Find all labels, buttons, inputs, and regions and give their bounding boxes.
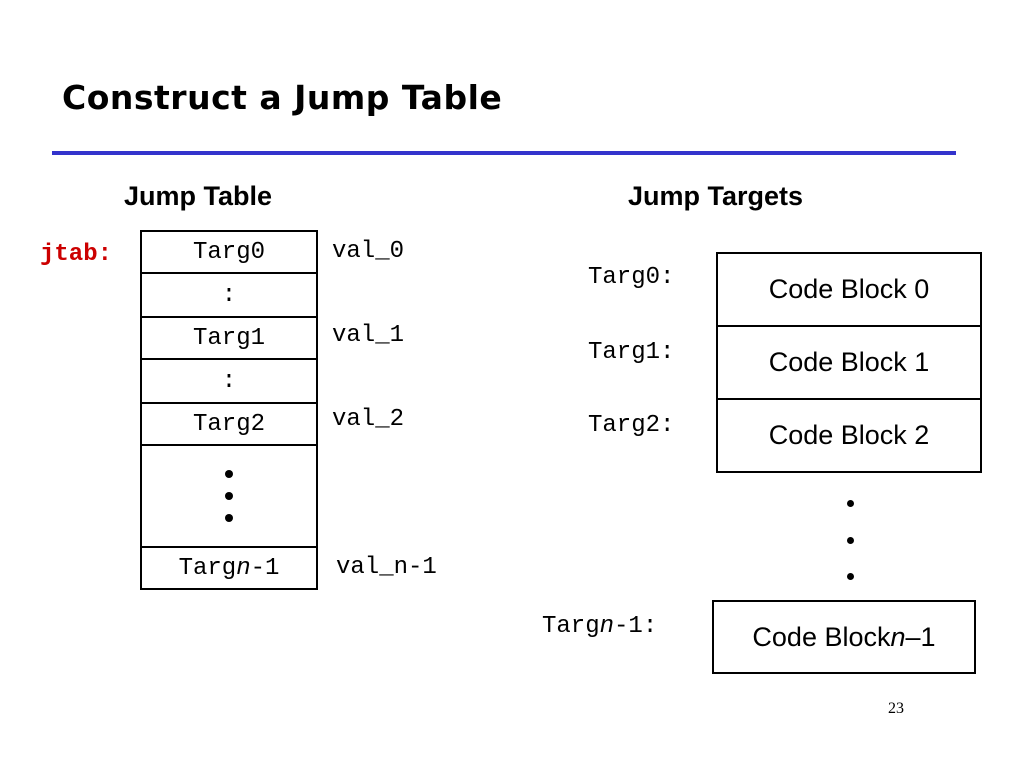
jump-table-entry-text: Targ2 [192, 410, 265, 438]
code-block-1: Code Block 1 [716, 325, 982, 400]
jump-table-entry-text: Targ1 [192, 324, 265, 352]
jump-table-entry-text: : [221, 367, 237, 395]
slide-title: Construct a Jump Table [62, 78, 503, 117]
code-block-n-1: Code Block n–1 [712, 600, 976, 674]
val-label-2: val_2 [332, 406, 405, 433]
code-block-2: Code Block 2 [716, 398, 982, 473]
jump-table-heading: Jump Table [124, 181, 273, 211]
jump-table-entry-targn-1: Targn-1 [140, 546, 318, 590]
jump-table-entry-text: Targn-1 [178, 554, 280, 582]
jump-table-entry-vertical-ellipsis [140, 444, 318, 548]
jump-table-entry-ellipsis-1: : [140, 272, 318, 318]
jump-table-entry-text: : [221, 281, 237, 309]
val-label-n-1: val_n-1 [336, 554, 437, 581]
jtab-pointer-label: jtab: [40, 241, 113, 268]
title-rule [52, 151, 956, 155]
vertical-ellipsis-icon [225, 470, 233, 522]
target-label-targ0: Targ0: [588, 264, 675, 291]
jump-table-entry-targ0: Targ0 [140, 230, 318, 274]
jump-table-entry-text: Targ0 [192, 238, 265, 266]
page-number: 23 [888, 700, 904, 717]
code-block-0: Code Block 0 [716, 252, 982, 327]
target-label-targn-1: Targn-1: [542, 613, 658, 640]
jump-table-entry-ellipsis-2: : [140, 358, 318, 404]
target-label-targ1: Targ1: [588, 339, 675, 366]
val-label-0: val_0 [332, 238, 405, 265]
val-label-1: val_1 [332, 322, 405, 349]
jump-targets-vertical-ellipsis-icon [840, 500, 860, 580]
jump-targets-heading: Jump Targets [628, 181, 804, 211]
jump-table-entry-targ1: Targ1 [140, 316, 318, 360]
jump-table-entry-targ2: Targ2 [140, 402, 318, 446]
target-label-targ2: Targ2: [588, 412, 675, 439]
